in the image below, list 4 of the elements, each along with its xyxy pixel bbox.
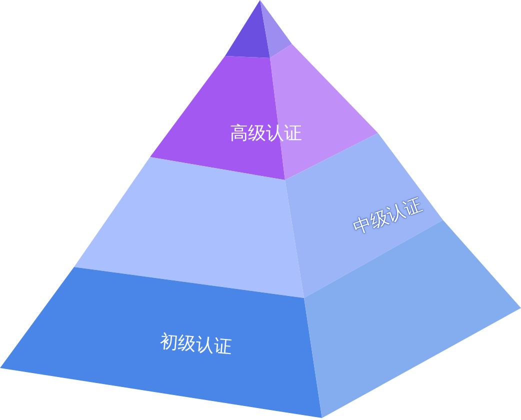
pyramid-tier [150, 44, 378, 180]
tier-label: 中级认证 [351, 196, 425, 238]
tier-label: 高级认证 [230, 125, 302, 143]
tier-label: 初级认证 [159, 332, 233, 358]
